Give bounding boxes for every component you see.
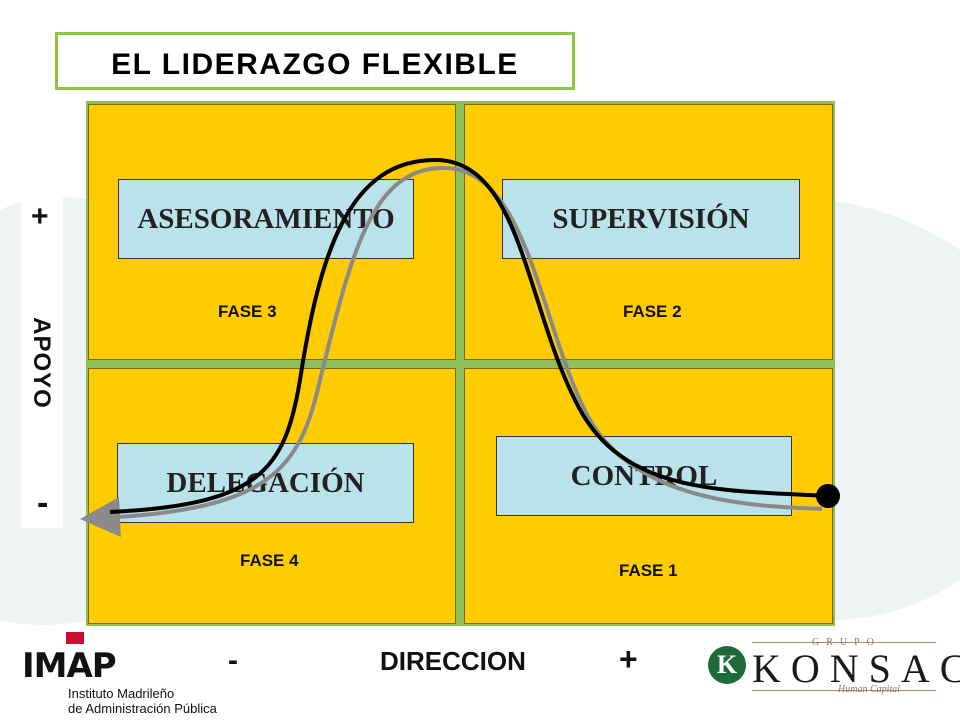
imap-logo-line2: de Administración Pública bbox=[68, 701, 217, 716]
role-box-asesoramiento: ASESORAMIENTO bbox=[118, 179, 414, 259]
apoyo-axis-label: APOYO bbox=[28, 317, 55, 409]
imap-logo-word: IMAP bbox=[22, 646, 117, 686]
konsac-emblem-icon: K bbox=[708, 646, 746, 684]
page-title: EL LIDERAZGO FLEXIBLE bbox=[111, 48, 519, 81]
konsac-tagline: Human Capital bbox=[838, 684, 900, 695]
direccion-low-sign: - bbox=[228, 644, 238, 677]
role-box-supervision: SUPERVISIÓN bbox=[502, 179, 800, 259]
konsac-rule-bottom bbox=[752, 690, 936, 691]
konsac-rule-top bbox=[752, 642, 936, 643]
phase-label-1: FASE 1 bbox=[619, 561, 678, 580]
role-box-delegacion: DELEGACIÓN bbox=[117, 443, 414, 523]
phase-label-2: FASE 2 bbox=[623, 302, 682, 321]
phase-label-3: FASE 3 bbox=[218, 302, 277, 321]
direccion-high-sign: + bbox=[619, 641, 638, 677]
title-box: EL LIDERAZGO FLEXIBLE bbox=[55, 32, 575, 90]
direccion-axis-label: DIRECCION bbox=[380, 646, 526, 676]
konsac-grupo-label: GRUPO bbox=[812, 637, 881, 648]
role-box-control: CONTROL bbox=[496, 436, 792, 516]
apoyo-low-sign: - bbox=[37, 484, 49, 522]
imap-logo-line1: Instituto Madrileño bbox=[68, 686, 175, 701]
konsac-name: KONSAC bbox=[752, 646, 960, 691]
imap-flag-icon bbox=[66, 632, 84, 644]
apoyo-axis-bar bbox=[21, 190, 63, 528]
apoyo-high-sign: + bbox=[31, 200, 49, 233]
phase-label-4: FASE 4 bbox=[240, 551, 299, 570]
